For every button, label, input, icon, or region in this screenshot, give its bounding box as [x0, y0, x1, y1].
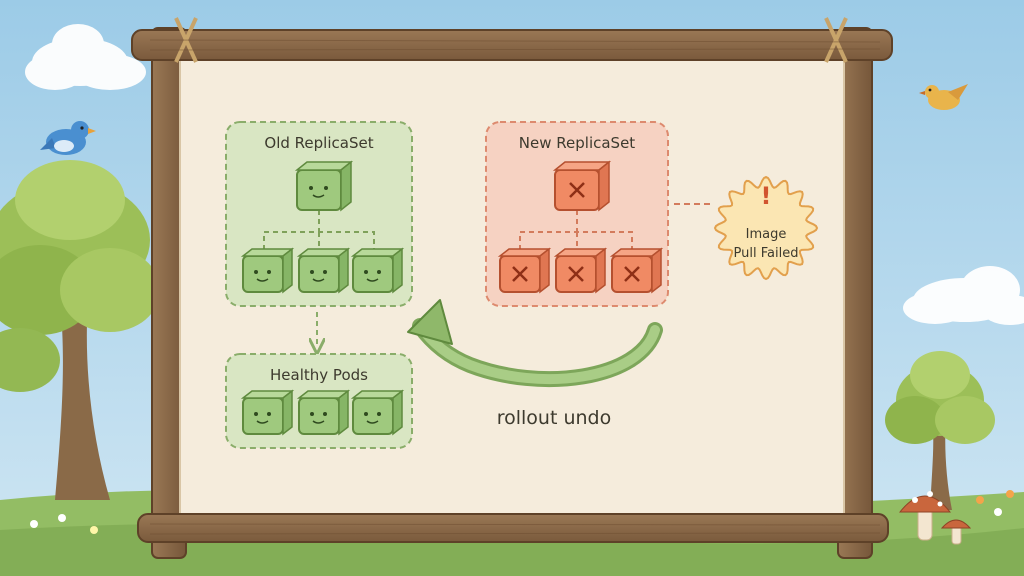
tree-left-icon	[0, 160, 160, 500]
cube-healthy-icon	[240, 389, 295, 436]
yellow-bird-icon	[919, 84, 968, 110]
cube-healthy-icon	[296, 389, 351, 436]
cube-healthy-icon	[294, 160, 354, 212]
rollback-arrow	[407, 299, 663, 387]
rollback-arrowhead-icon	[407, 299, 453, 345]
badge-scallop-shape	[713, 175, 819, 281]
cube-healthy-icon	[350, 247, 405, 294]
healthy-pods-title: Healthy Pods	[270, 366, 368, 384]
cube-healthy-icon	[296, 247, 351, 294]
cube-healthy-icon	[240, 247, 295, 294]
cloud-left	[25, 24, 146, 90]
cube-failed-icon	[552, 160, 612, 212]
mushroom-icon	[898, 491, 972, 545]
cube-failed-icon	[609, 247, 664, 294]
tree-right-icon	[885, 351, 995, 510]
old-replicaset-group: Old ReplicaSet	[225, 121, 413, 307]
cube-healthy-icon	[350, 389, 405, 436]
old-replicaset-title: Old ReplicaSet	[264, 134, 373, 152]
new-replicaset-group: New ReplicaSet	[485, 121, 669, 307]
cube-failed-icon	[553, 247, 608, 294]
warning-exclamation-icon: !	[761, 182, 772, 210]
badge-text-line1: Image	[746, 227, 787, 242]
cloud-right	[903, 266, 1024, 325]
image-pull-failed-badge: ! Image Pull Failed	[713, 175, 819, 281]
new-replicaset-title: New ReplicaSet	[519, 134, 636, 152]
healthy-pods-group: Healthy Pods	[225, 353, 413, 449]
flowers-decoration	[30, 490, 1014, 534]
rollout-undo-label: rollout undo	[497, 407, 612, 429]
blue-bird-icon	[40, 121, 96, 155]
badge-text-line2: Pull Failed	[734, 246, 799, 261]
cube-failed-icon	[497, 247, 552, 294]
